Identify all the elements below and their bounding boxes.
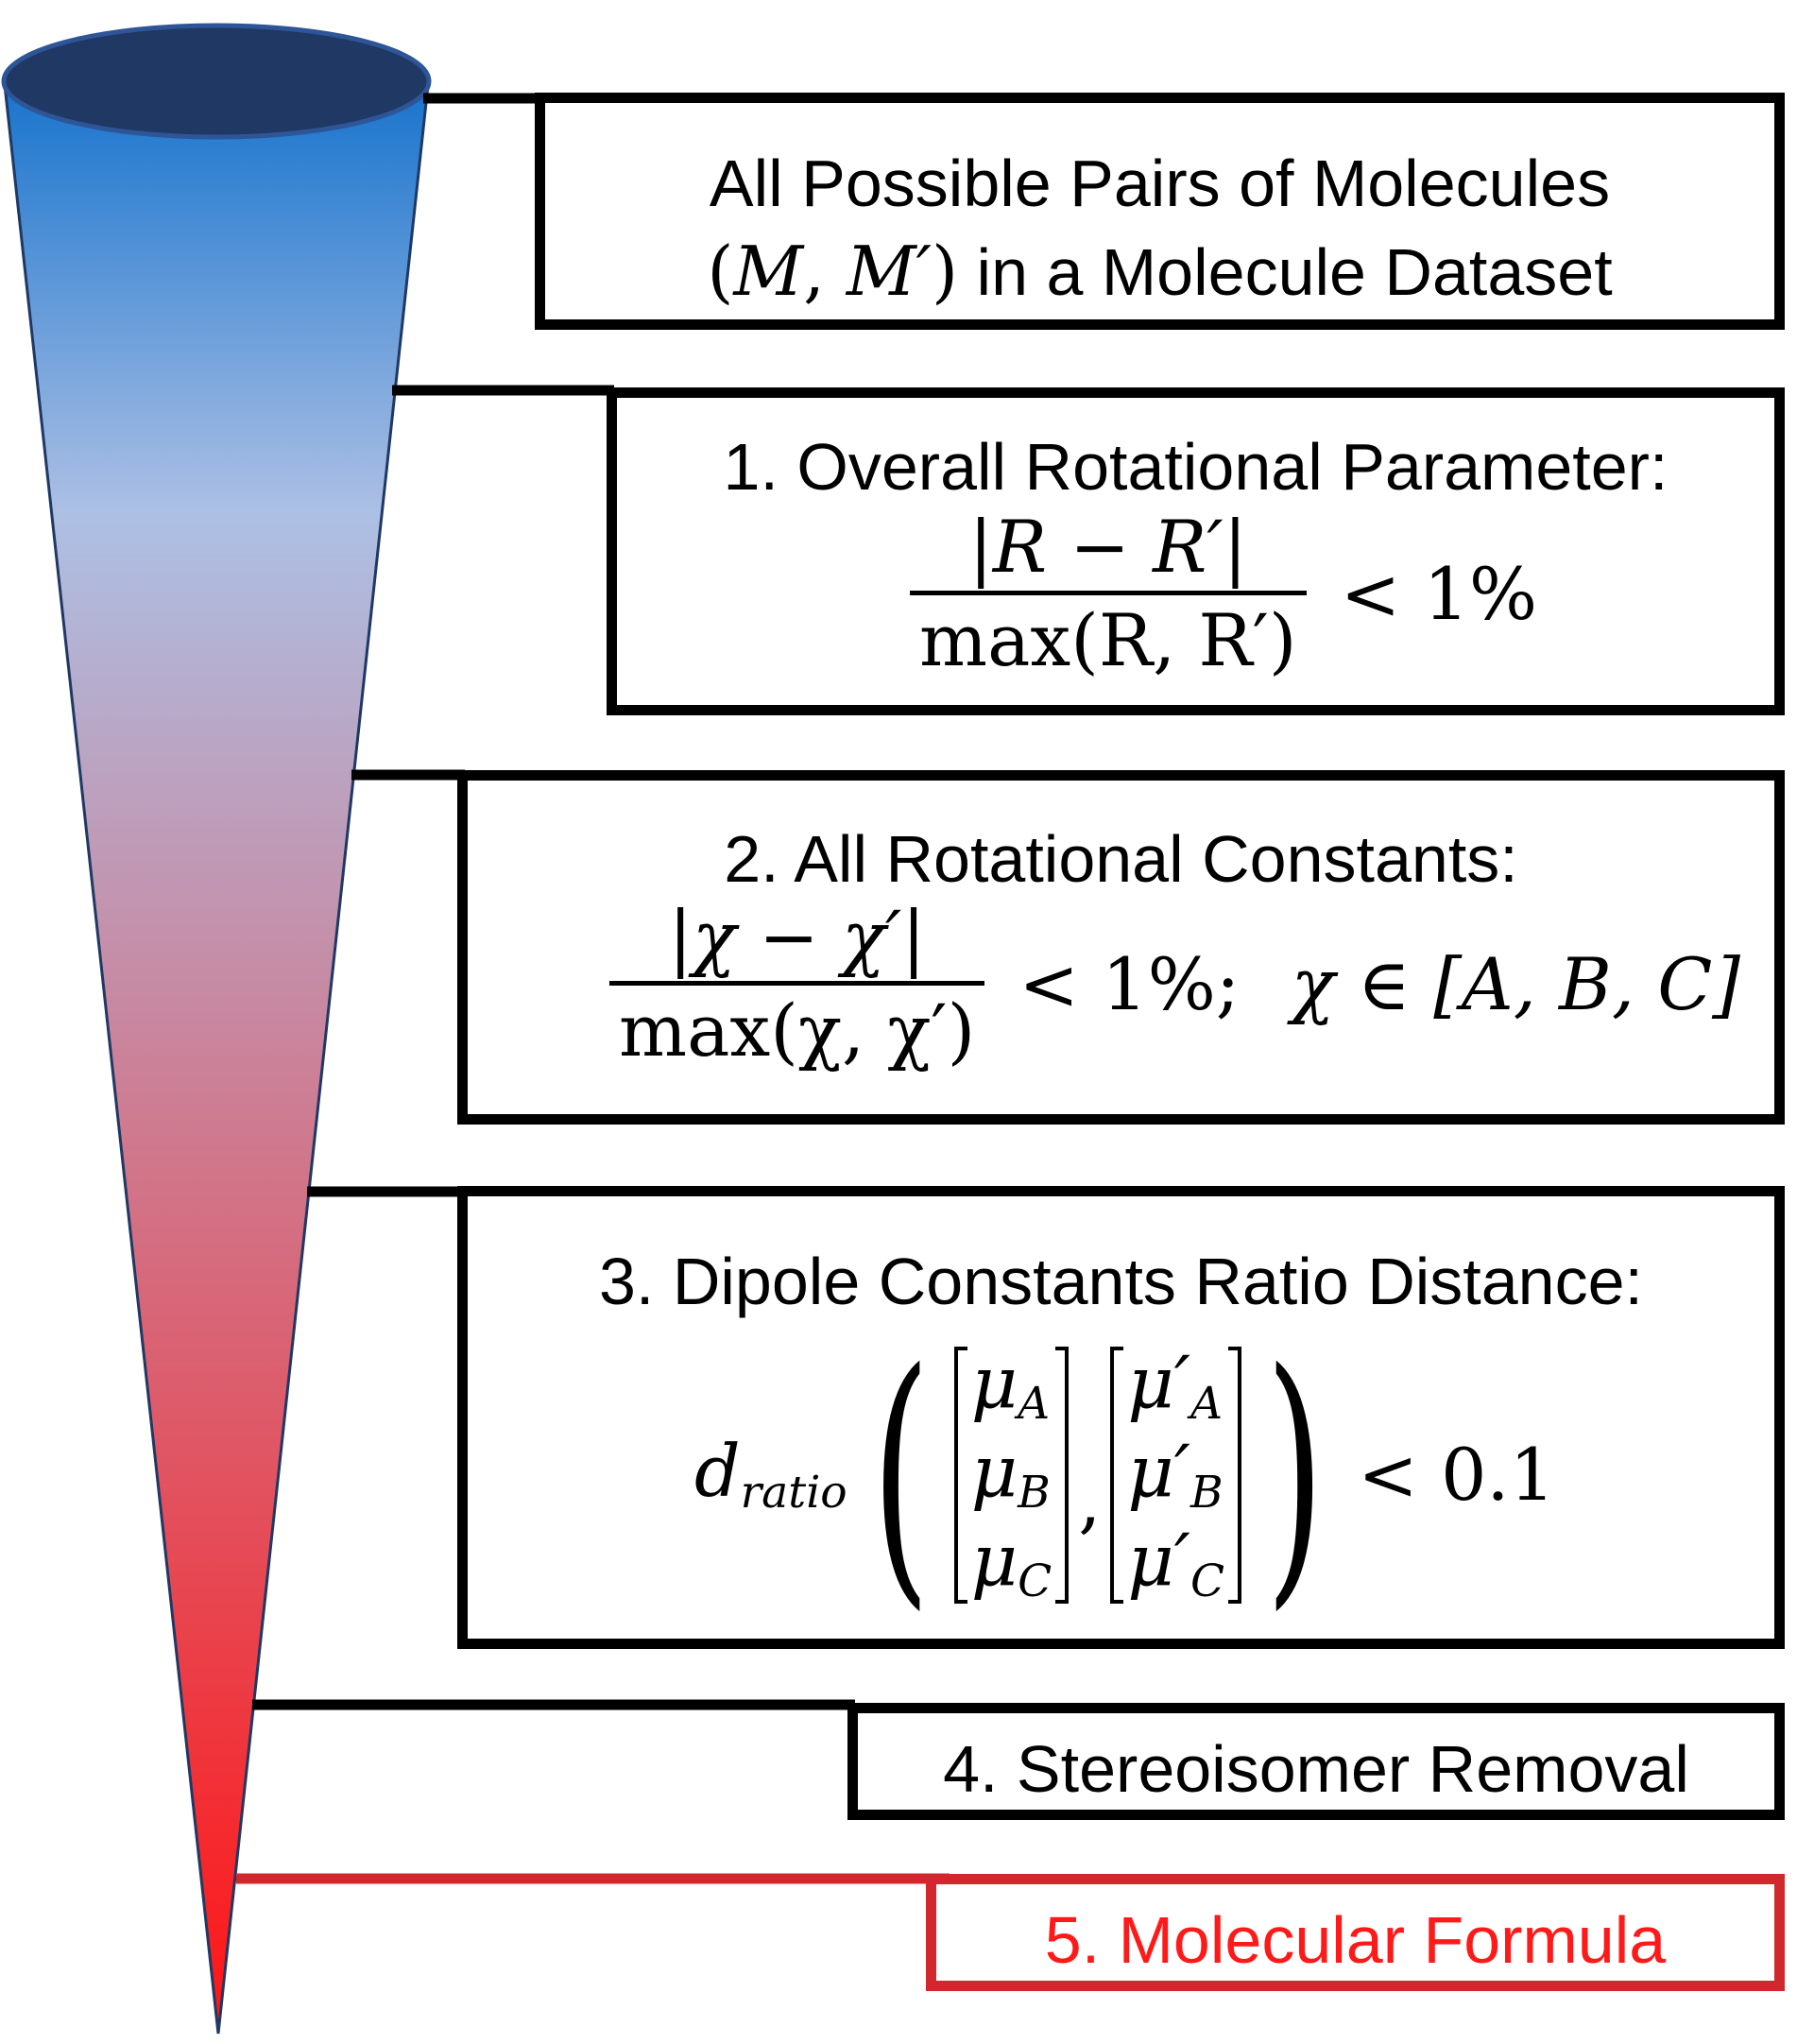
formula-comparison: < 1% (1340, 551, 1538, 636)
vector-separator: , (1078, 1458, 1102, 1542)
formula-comparison: < 1%; (1018, 941, 1241, 1026)
formula-denominator: max(R, R′) (910, 591, 1307, 677)
step-all-pairs-line2: (M, M′) in a Molecule Dataset (707, 232, 1613, 311)
dipole-vector-1: μA μB μC (953, 1347, 1070, 1604)
formula-comparison: < 0.1 (1358, 1433, 1555, 1517)
step-molecular-formula-title: 5. Molecular Formula (1044, 1903, 1667, 1977)
formula-denominator: max(χ, χ′) (609, 981, 985, 1067)
dipole-vector-2: μ′A μ′B μ′C (1110, 1347, 1242, 1604)
step-stereoisomer-title: 4. Stereoisomer Removal (943, 1732, 1689, 1806)
step-overall-rotational-box: 1. Overall Rotational Parameter: |R − R′… (607, 387, 1785, 715)
step-rotational-constants-box: 2. All Rotational Constants: |χ − χ′| ma… (457, 770, 1785, 1125)
step-overall-rotational-title: 1. Overall Rotational Parameter: (723, 430, 1669, 504)
step-molecular-formula-box: 5. Molecular Formula (926, 1874, 1785, 1991)
distance-function: dratio (694, 1429, 847, 1519)
funnel-opening (1, 23, 432, 140)
dipole-ratio-formula: dratio ( μA μB μC , μ′A μ′B μ′C ) < 0.1 (694, 1329, 1555, 1622)
overall-rotational-formula: |R − R′| max(R, R′) < 1% (910, 511, 1537, 677)
step-all-pairs-box: All Possible Pairs of Molecules (M, M′) … (535, 93, 1785, 330)
rotational-constants-formula: |χ − χ′| max(χ, χ′) < 1%; χ ∈ [A, B, C] (609, 902, 1740, 1067)
step-dipole-ratio-title: 3. Dipole Constants Ratio Distance: (599, 1245, 1643, 1318)
formula-numerator: |R − R′| (968, 505, 1248, 589)
funnel-cone (3, 83, 430, 2035)
molecule-pair-notation: (M, M′) (707, 232, 959, 311)
formula-numerator: |χ − χ′| (668, 895, 926, 979)
step-all-pairs-line1: All Possible Pairs of Molecules (709, 146, 1611, 220)
step-rotational-constants-title: 2. All Rotational Constants: (724, 822, 1518, 896)
step-dipole-ratio-box: 3. Dipole Constants Ratio Distance: drat… (457, 1186, 1785, 1649)
left-paren: ( (871, 1315, 931, 1634)
step-stereoisomer-box: 4. Stereoisomer Removal (847, 1703, 1785, 1820)
right-paren: ) (1265, 1315, 1325, 1634)
formula-domain: χ ∈ [A, B, C] (1291, 941, 1741, 1026)
